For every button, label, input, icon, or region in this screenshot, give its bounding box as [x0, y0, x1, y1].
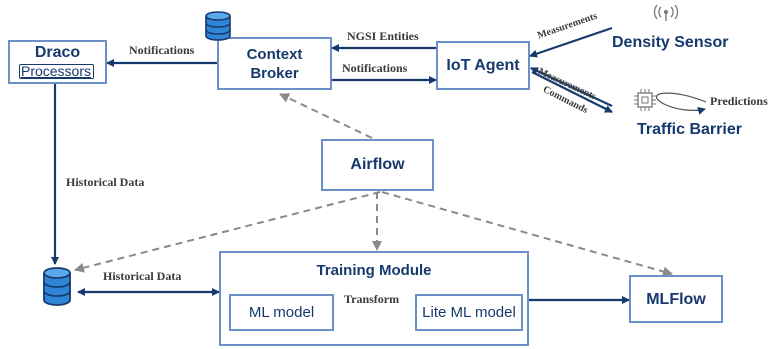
- edge-airflow-to-mlflow: [381, 191, 673, 277]
- draco-title: Draco: [34, 44, 81, 61]
- mlflow-node: MLFlow: [629, 275, 723, 323]
- database-icon: [205, 11, 231, 41]
- draco-node: Draco Processors: [8, 40, 107, 84]
- processors-label: Processors: [20, 63, 92, 79]
- edge-predictions-loop: [656, 92, 707, 115]
- airflow-label: Airflow: [350, 156, 405, 173]
- context-broker-line-1: Context: [246, 46, 303, 63]
- edge-label-historical-data-horizontal: Historical Data: [103, 269, 182, 283]
- iot-agent-label: IoT Agent: [446, 57, 520, 74]
- edge-label-notifications-right: Notifications: [342, 61, 408, 75]
- edge-label-historical-data-vertical: Historical Data: [66, 175, 145, 189]
- edge-measurements-barrier: [530, 67, 613, 107]
- wireless-signal-icon: [653, 4, 679, 21]
- edge-label-transform: Transform: [344, 292, 400, 306]
- iot-agent-node: IoT Agent: [436, 41, 530, 90]
- ml-model-node: ML model: [229, 294, 334, 331]
- edge-label-notifications-left: Notifications: [129, 43, 195, 57]
- density-sensor-label: Density Sensor: [612, 34, 729, 51]
- database-icon: [43, 267, 71, 306]
- traffic-barrier-label: Traffic Barrier: [637, 121, 742, 138]
- context-broker-node: Context Broker: [217, 37, 332, 90]
- mlflow-label: MLFlow: [646, 291, 706, 308]
- lite-ml-model-node: Lite ML model: [415, 294, 523, 331]
- training-module-label: Training Module: [316, 262, 432, 279]
- edge-airflow-to-broker: [279, 93, 373, 139]
- airflow-node: Airflow: [321, 139, 434, 191]
- context-broker-line-2: Broker: [250, 65, 299, 82]
- edge-label-ngsi-entities: NGSI Entities: [347, 29, 419, 43]
- edge-label-predictions: Predictions: [710, 94, 768, 108]
- edge-airflow-to-db: [74, 191, 381, 273]
- chip-icon: [634, 89, 656, 111]
- lite-ml-model-label: Lite ML model: [422, 304, 516, 321]
- ml-model-label: ML model: [248, 304, 315, 321]
- edge-measurements-sensor: [529, 26, 613, 58]
- edge-commands-barrier: [531, 71, 613, 113]
- processors-subbox: Processors: [19, 63, 94, 79]
